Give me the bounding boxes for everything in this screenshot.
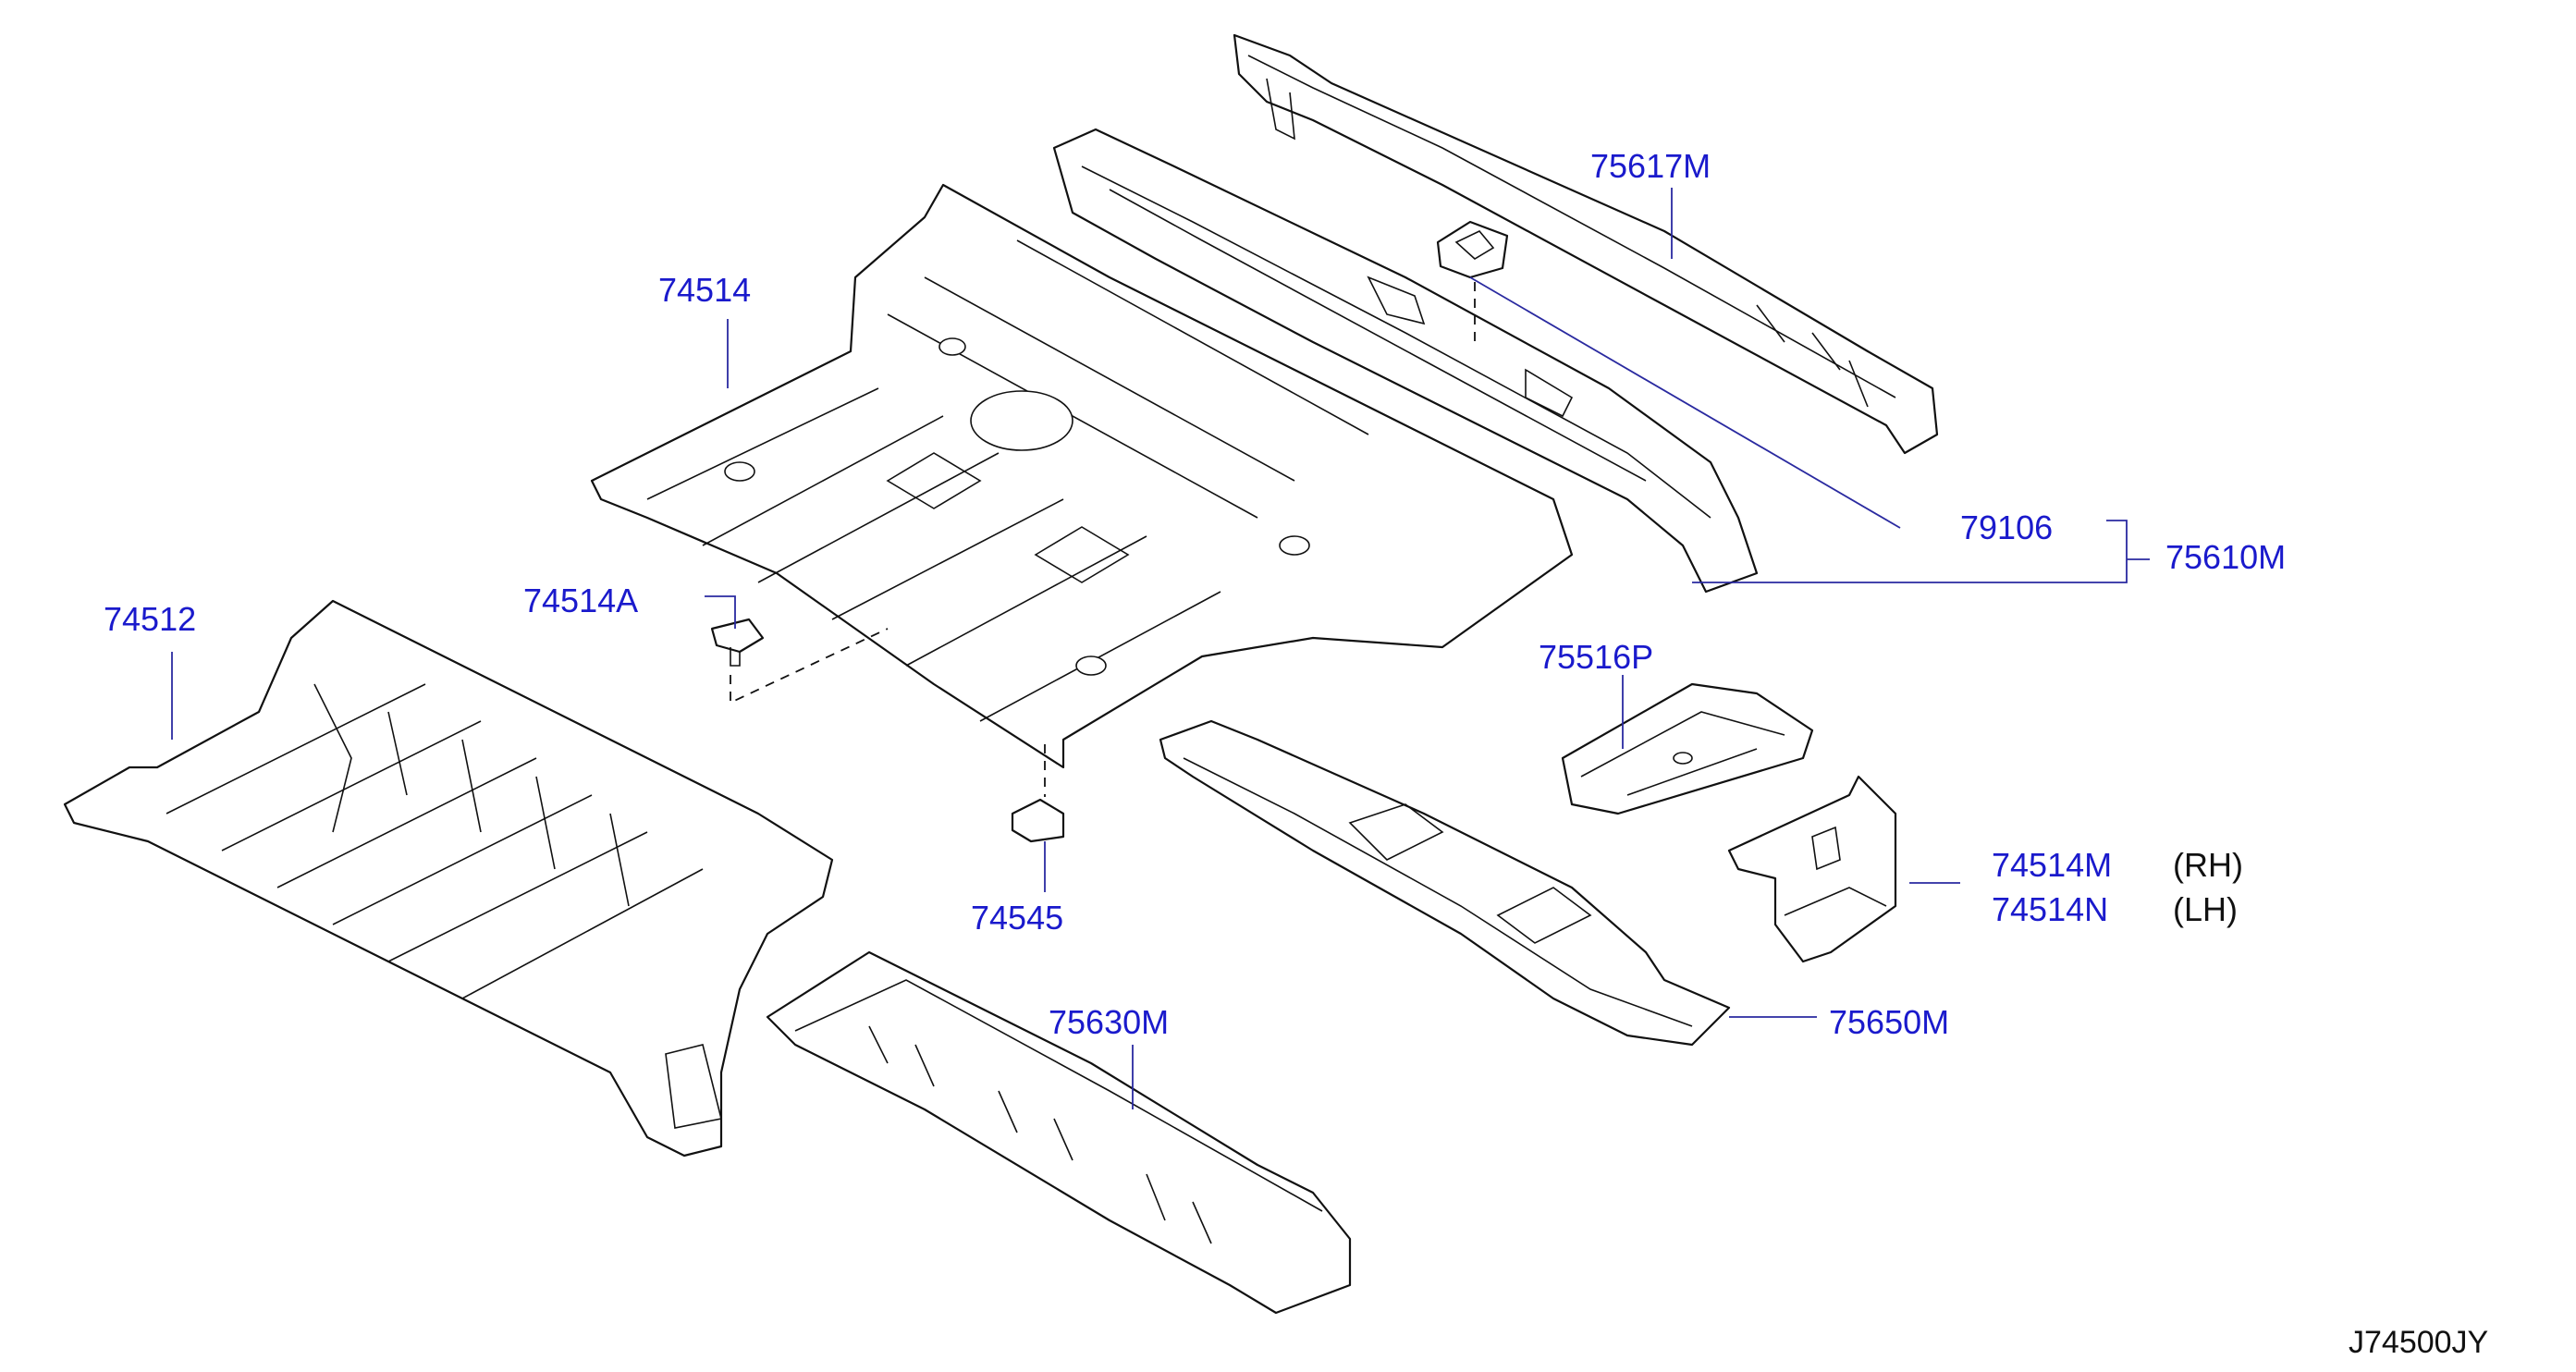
callout-75630m[interactable]: 75630M [1049,1003,1170,1041]
part-74512-drawing[interactable] [63,599,834,1158]
part-79106-drawing[interactable] [1436,220,1509,279]
callout-74514n[interactable]: 74514N [1992,890,2109,928]
part-75617m-drawing[interactable] [1233,33,1939,455]
callout-74514[interactable]: 74514 [658,271,752,309]
side-label-lh: (LH) [2173,890,2238,928]
callout-75516p[interactable]: 75516P [1539,638,1654,676]
part-75516p-drawing[interactable] [1561,682,1814,815]
part-74545-drawing[interactable] [1011,798,1065,843]
callout-74514m[interactable]: 74514M [1992,846,2113,884]
callout-74514a[interactable]: 74514A [523,582,639,619]
part-75650m-drawing[interactable] [1159,719,1731,1047]
callout-75610m[interactable]: 75610M [2165,538,2287,576]
part-74514a-drawing[interactable] [710,618,765,667]
leader-lines [171,188,2150,1109]
callout-79106[interactable]: 79106 [1960,508,2054,546]
part-74514-drawing[interactable] [590,183,1574,769]
callout-75650m[interactable]: 75650M [1829,1003,1950,1041]
callout-74545[interactable]: 74545 [971,899,1064,937]
part-75630m-drawing[interactable] [766,950,1352,1315]
side-label-rh: (RH) [2173,846,2243,884]
drawing-code: J74500JY [2349,1325,2489,1360]
callout-74512[interactable]: 74512 [104,600,197,638]
callout-75617m[interactable]: 75617M [1590,147,1711,185]
part-74514mn-drawing[interactable] [1727,775,1897,963]
